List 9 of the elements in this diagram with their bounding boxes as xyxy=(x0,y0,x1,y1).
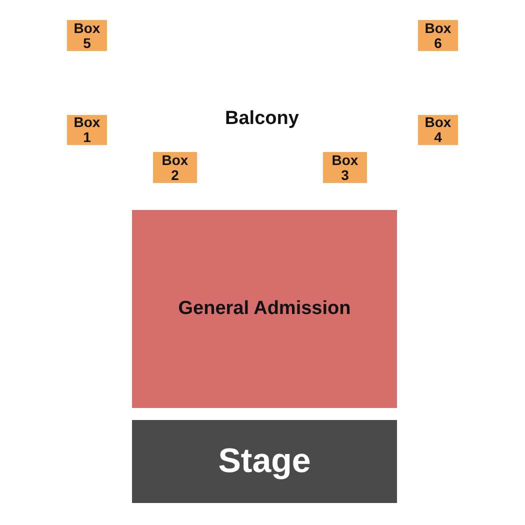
seating-box-section: Box 3 xyxy=(323,152,367,183)
seating-box-section: Box 5 xyxy=(67,20,107,51)
seating-box-section: Box 6 xyxy=(418,20,458,51)
seating-box-section: Box 2 xyxy=(153,152,197,183)
seating-box-section: Box 4 xyxy=(418,115,458,145)
general-admission-area: General Admission xyxy=(132,210,397,408)
section-label: Balcony xyxy=(225,108,299,130)
stage-area: Stage xyxy=(132,420,397,503)
seating-box-section: Box 1 xyxy=(67,115,107,145)
